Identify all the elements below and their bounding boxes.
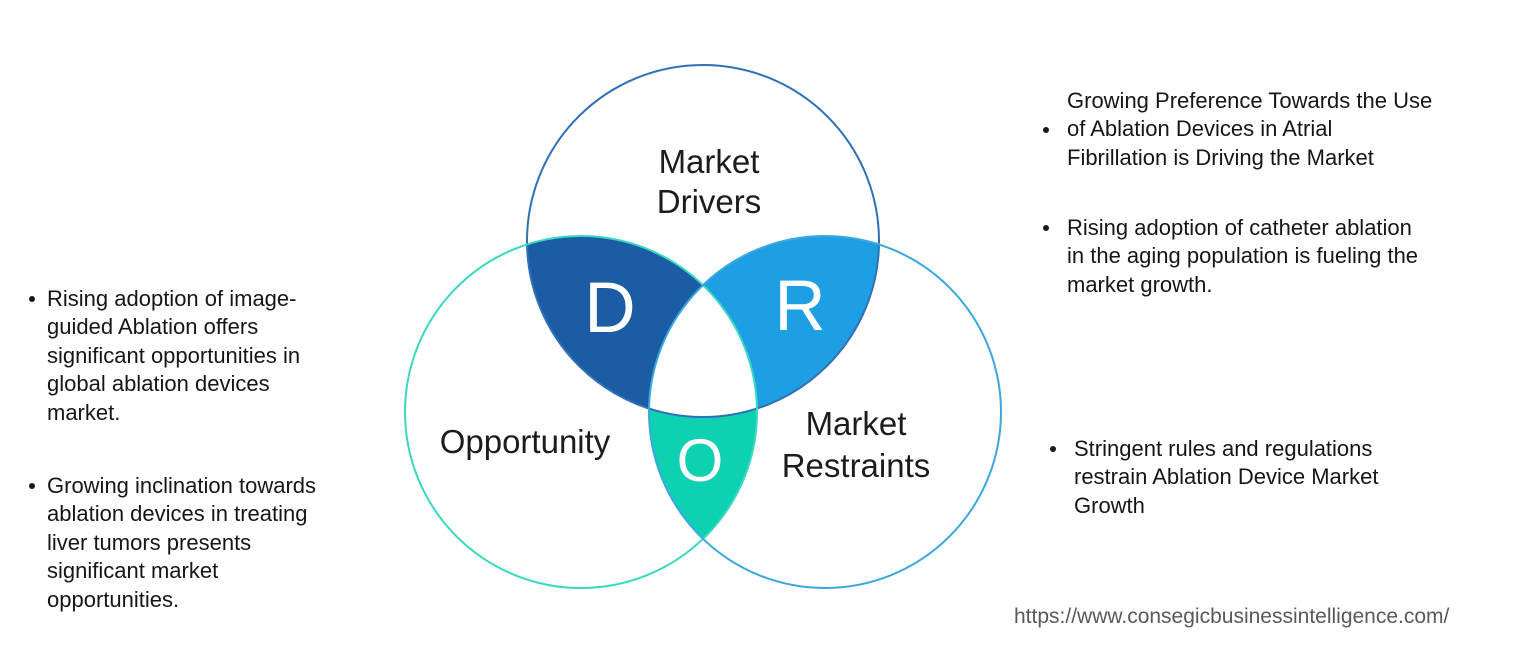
bullet-line: restrain Ablation Device Market: [1074, 464, 1379, 490]
bullet-line: market growth.: [1067, 271, 1213, 297]
restraints-circle: [648, 235, 1002, 589]
bullet-icon: [29, 296, 35, 302]
driver-bullet-1: Growing Preference Towards the Use of Ab…: [1040, 87, 1432, 172]
bullet-line: significant opportunities in: [47, 342, 301, 368]
restraints-label-line2: Restraints: [782, 447, 931, 484]
bullet-text: Rising adoption of image- guided Ablatio…: [47, 285, 300, 427]
bullet-line: liver tumors presents: [47, 529, 252, 555]
venn-diagram: D R O Market Drivers Opportunity Market …: [404, 64, 1002, 589]
opportunity-bullet-1: Rising adoption of image- guided Ablatio…: [26, 285, 300, 427]
bullet-icon: [29, 483, 35, 489]
bullet-line: Stringent rules and regulations: [1074, 436, 1373, 461]
bullet-text: Rising adoption of catheter ablation in …: [1067, 214, 1418, 299]
bullet-line: significant market: [47, 558, 219, 584]
restraints-label-line1: Market: [806, 405, 907, 442]
drivers-letter: D: [584, 269, 635, 348]
opportunity-bullet-2: Growing inclination towards ablation dev…: [26, 472, 316, 614]
bullet-icon: [1050, 446, 1056, 452]
drivers-label-line2: Drivers: [657, 183, 762, 220]
source-url[interactable]: https://www.consegicbusinessintelligence…: [1014, 605, 1450, 628]
drivers-label-line1: Market: [659, 143, 760, 180]
bullet-line: Rising adoption of image-: [47, 286, 297, 311]
bullet-icon: [1043, 126, 1049, 133]
bullet-line: market.: [47, 399, 121, 425]
opportunity-circle: [404, 235, 758, 589]
restraints-letter: R: [774, 267, 825, 346]
bullet-icon: [1043, 225, 1049, 231]
bullet-line: in the aging population is fueling the: [1067, 243, 1419, 269]
drivers-circle: [526, 64, 880, 418]
restraint-bullet-1: Stringent rules and regulations restrain…: [1047, 435, 1378, 520]
opportunity-letter: O: [677, 427, 724, 494]
bullet-line: Fibrillation is Driving the Market: [1067, 144, 1374, 170]
bullet-line: Growing inclination towards: [47, 473, 317, 498]
bullet-line: of Ablation Devices in Atrial: [1067, 116, 1333, 142]
opportunity-label: Opportunity: [440, 423, 611, 460]
bullet-text: Stringent rules and regulations restrain…: [1074, 435, 1378, 520]
bullet-text: Growing inclination towards ablation dev…: [47, 472, 316, 614]
bullet-line: ablation devices in treating: [47, 501, 308, 527]
bullet-line: Growth: [1074, 492, 1145, 518]
bullet-line: global ablation devices: [47, 371, 270, 397]
driver-bullet-2: Rising adoption of catheter ablation in …: [1040, 214, 1418, 299]
bullet-line: opportunities.: [47, 586, 180, 612]
bullet-line: guided Ablation offers: [47, 314, 259, 340]
bullet-text: Growing Preference Towards the Use of Ab…: [1067, 87, 1432, 172]
bullet-line: Growing Preference Towards the Use: [1067, 88, 1433, 113]
bullet-line: Rising adoption of catheter ablation: [1067, 215, 1412, 240]
